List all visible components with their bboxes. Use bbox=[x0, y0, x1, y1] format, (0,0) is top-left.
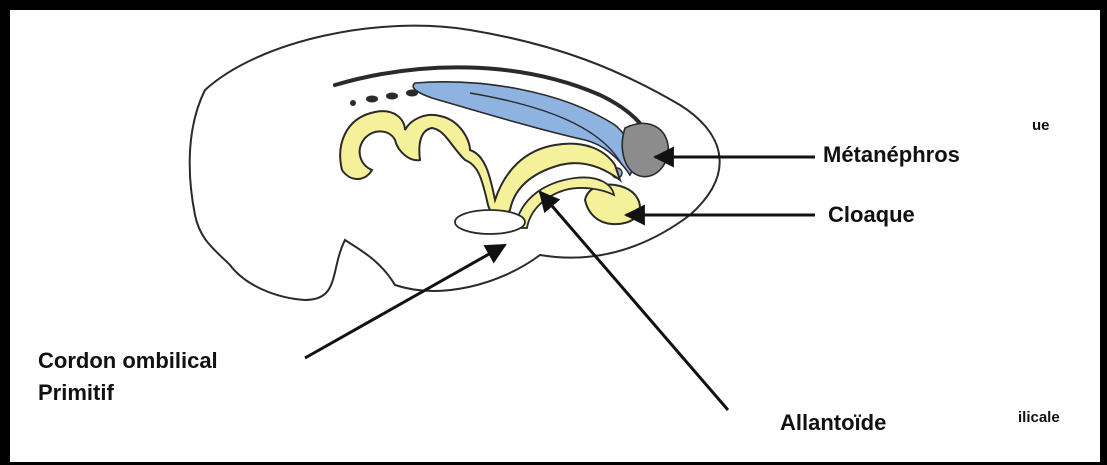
umbilical-opening bbox=[455, 210, 525, 234]
label-cloaque: Cloaque bbox=[828, 204, 915, 226]
label-allantoide: Allantoïde bbox=[780, 412, 886, 434]
label-metanephros: Métanéphros bbox=[823, 144, 960, 166]
metanephros-mass bbox=[622, 123, 668, 176]
label-cordon-ombilical-line1: Cordon ombilical bbox=[38, 350, 218, 372]
embryo-sagittal-section-diagram bbox=[10, 10, 1100, 462]
label-cordon-ombilical-line2: Primitif bbox=[38, 382, 114, 404]
label-partial-que: ue bbox=[1032, 118, 1050, 133]
label-partial-ilicale: ilicale bbox=[1018, 410, 1060, 425]
diagram-canvas: Métanéphros Cloaque Cordon ombilical Pri… bbox=[10, 10, 1100, 462]
